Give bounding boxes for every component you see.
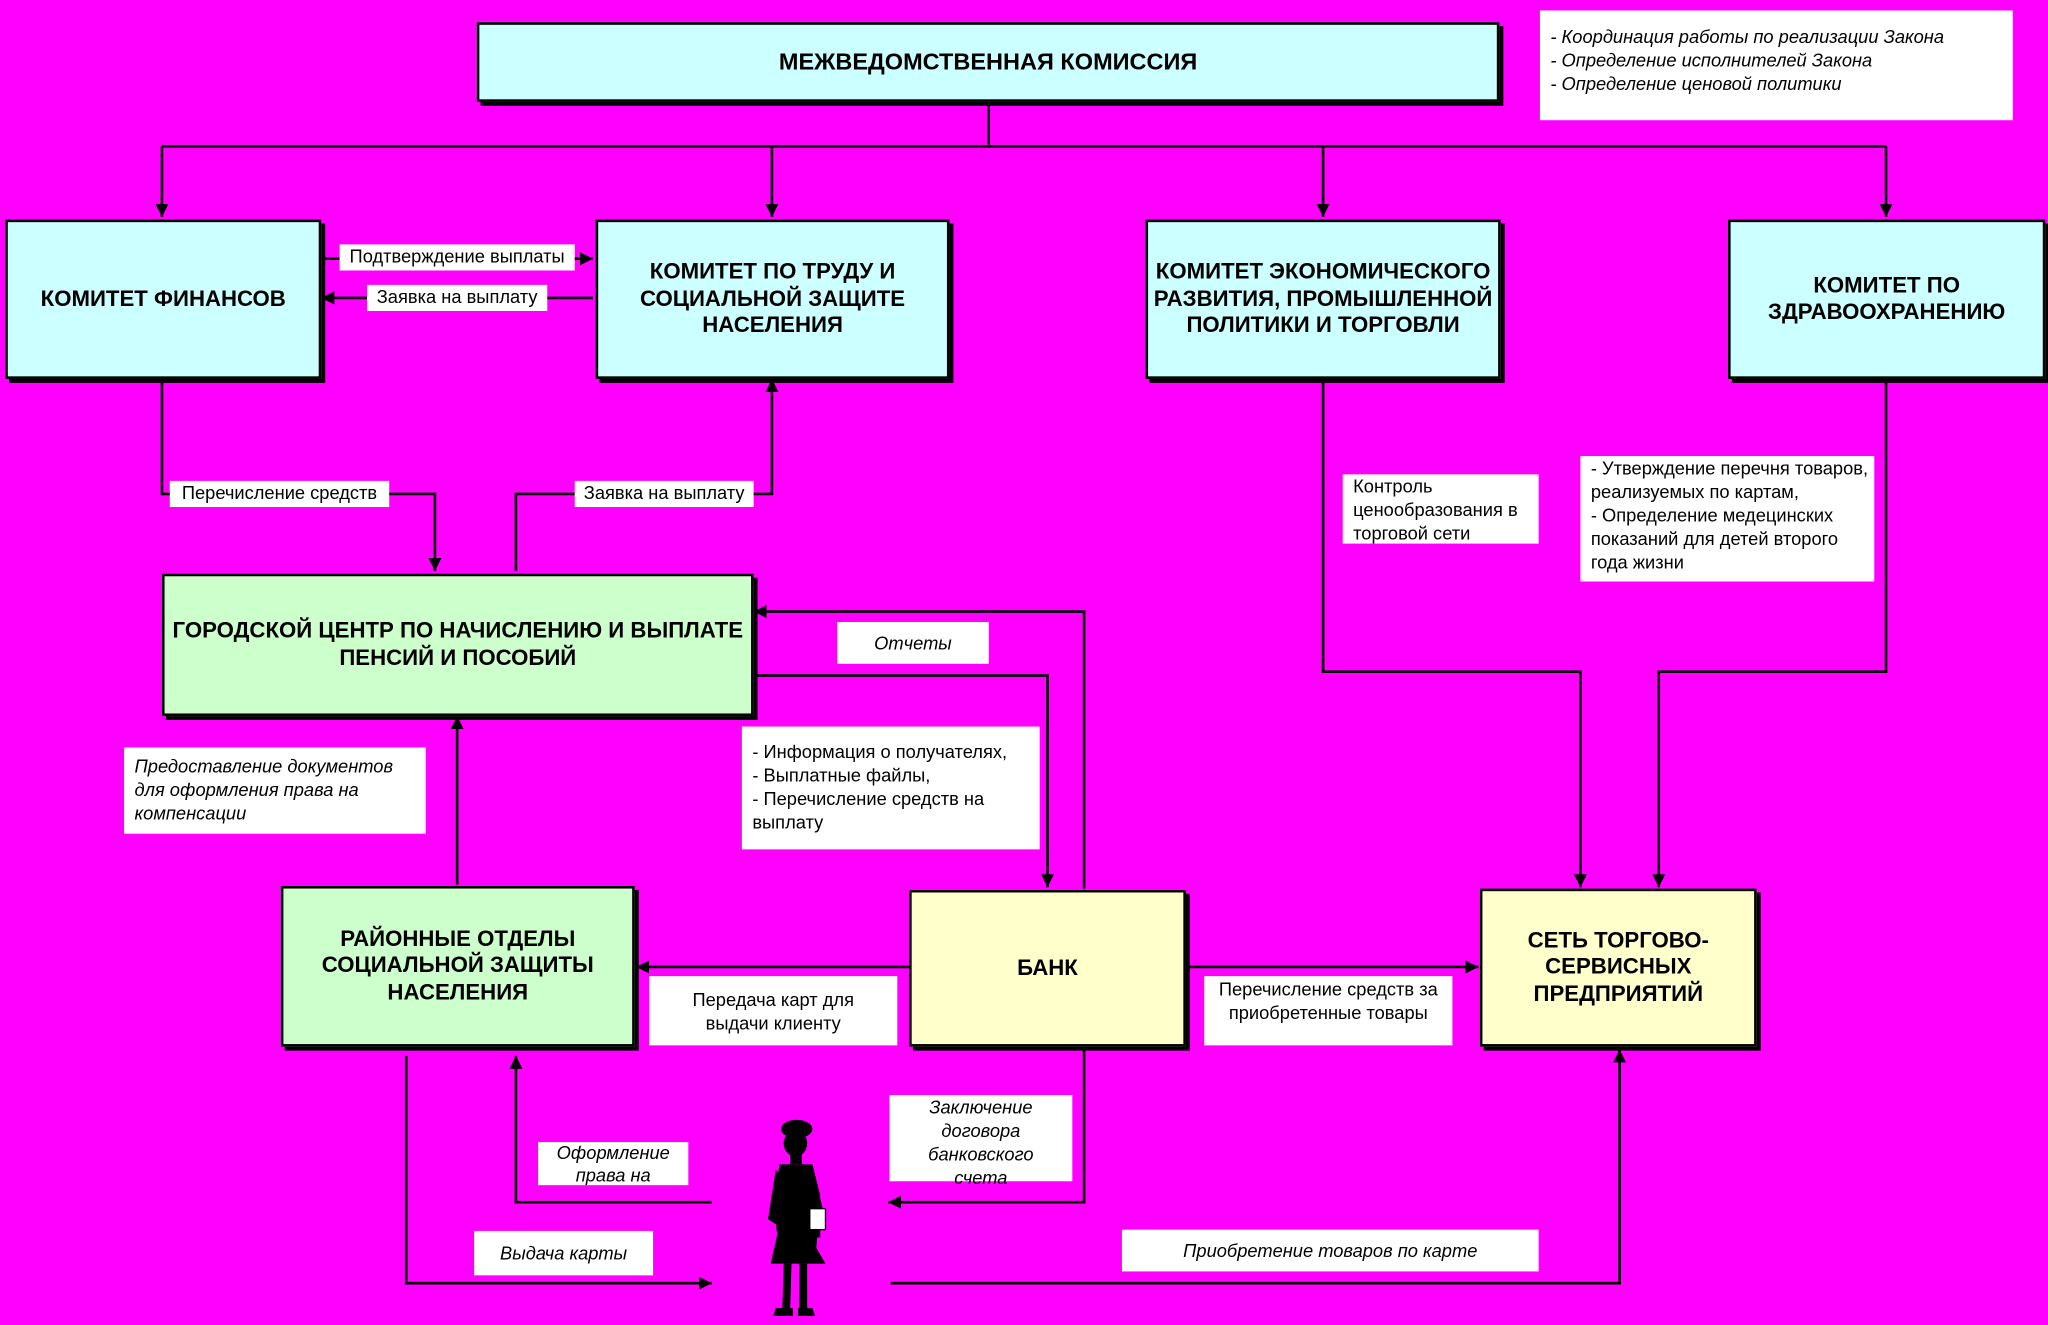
commission-notes: - Координация работы по реализации Закон…: [1539, 10, 2013, 121]
economy-committee-title: КОМИТЕТ ЭКОНОМИЧЕСКОГО РАЗВИТИЯ, ПРОМЫШЛ…: [1153, 259, 1493, 338]
trade-network-box: СЕТЬ ТОРГОВО-СЕРВИСНЫХ ПРЕДПРИЯТИЙ: [1479, 888, 1757, 1047]
commission-title: МЕЖВЕДОМСТВЕННАЯ КОМИССИЯ: [778, 47, 1198, 75]
commission-note: - Координация работы по реализации Закон…: [1550, 26, 1945, 48]
bank-info-label: - Информация о получателях, - Выплатные …: [741, 726, 1040, 850]
district-offices-title: РАЙОННЫЕ ОТДЕЛЫ СОЦИАЛЬНОЙ ЗАЩИТЫ НАСЕЛЕ…: [321, 926, 594, 1005]
health-committee-title: КОМИТЕТ ПО ЗДРАВООХРАНЕНИЮ: [1768, 272, 2006, 325]
bank-title: БАНК: [1017, 954, 1078, 980]
health-task: - Определение медецинских показаний для …: [1590, 504, 1839, 573]
purchase-label: Приобретение товаров по карте: [1121, 1229, 1539, 1272]
health-task: - Утверждение перечня товаров, реализуем…: [1590, 457, 1869, 502]
city-center-title: ГОРОДСКОЙ ЦЕНТР ПО НАЧИСЛЕНИЮ И ВЫПЛАТЕ …: [172, 618, 744, 670]
card-issue-label: Выдача карты: [474, 1230, 654, 1276]
documents-label: Предоставление документов для оформления…: [124, 747, 426, 834]
commission-note: - Определение ценовой политики: [1550, 73, 1842, 95]
contract-label: Заключение договора банковского счета: [889, 1095, 1073, 1188]
commission-box: МЕЖВЕДОМСТВЕННАЯ КОМИССИЯ: [476, 22, 1500, 102]
goods-payment-label: Перечисление средств за приобретенные то…: [1204, 976, 1453, 1046]
health-tasks-label: - Утверждение перечня товаров, реализуем…: [1580, 456, 1875, 582]
payment-confirm-label: Подтверждение выплаты: [339, 244, 575, 271]
funds-transfer-label: Перечисление средств: [169, 480, 390, 508]
economy-committee-box: КОМИТЕТ ЭКОНОМИЧЕСКОГО РАЗВИТИЯ, ПРОМЫШЛ…: [1145, 219, 1501, 379]
city-center-box: ГОРОДСКОЙ ЦЕНТР ПО НАЧИСЛЕНИЮ И ВЫПЛАТЕ …: [161, 573, 754, 717]
trade-network-title: СЕТЬ ТОРГОВО-СЕРВИСНЫХ ПРЕДПРИЯТИЙ: [1527, 927, 1709, 1006]
registration-label: Оформление права на компенсации: [538, 1142, 689, 1186]
labor-committee-box: КОМИТЕТ ПО ТРУДУ И СОЦИАЛЬНОЙ ЗАЩИТЕ НАС…: [595, 219, 950, 379]
payment-request-label: Заявка на выплату: [367, 284, 548, 311]
health-committee-box: КОМИТЕТ ПО ЗДРАВООХРАНЕНИЮ: [1727, 219, 2046, 379]
payment-request-label-2: Заявка на выплату: [574, 480, 754, 508]
reports-label: Отчеты: [837, 621, 989, 664]
commission-note: - Определение исполнителей Закона: [1550, 49, 1873, 71]
price-control-label: Контроль ценообразования в торговой сети: [1342, 474, 1539, 544]
bank-info-item: - Выплатные файлы,: [752, 764, 931, 786]
card-transfer-label: Передача карт для выдачи клиенту: [649, 976, 898, 1046]
woman-silhouette-icon: [767, 1119, 827, 1316]
bank-info-item: - Перечисление средств на выплату: [752, 787, 985, 833]
finance-committee-box: КОМИТЕТ ФИНАНСОВ: [5, 219, 322, 379]
district-offices-box: РАЙОННЫЕ ОТДЕЛЫ СОЦИАЛЬНОЙ ЗАЩИТЫ НАСЕЛЕ…: [280, 885, 635, 1047]
labor-committee-title: КОМИТЕТ ПО ТРУДУ И СОЦИАЛЬНОЙ ЗАЩИТЕ НАС…: [639, 259, 906, 338]
bank-info-item: - Информация о получателях,: [752, 740, 1008, 762]
finance-committee-title: КОМИТЕТ ФИНАНСОВ: [40, 285, 286, 311]
bank-box: БАНК: [909, 889, 1186, 1047]
